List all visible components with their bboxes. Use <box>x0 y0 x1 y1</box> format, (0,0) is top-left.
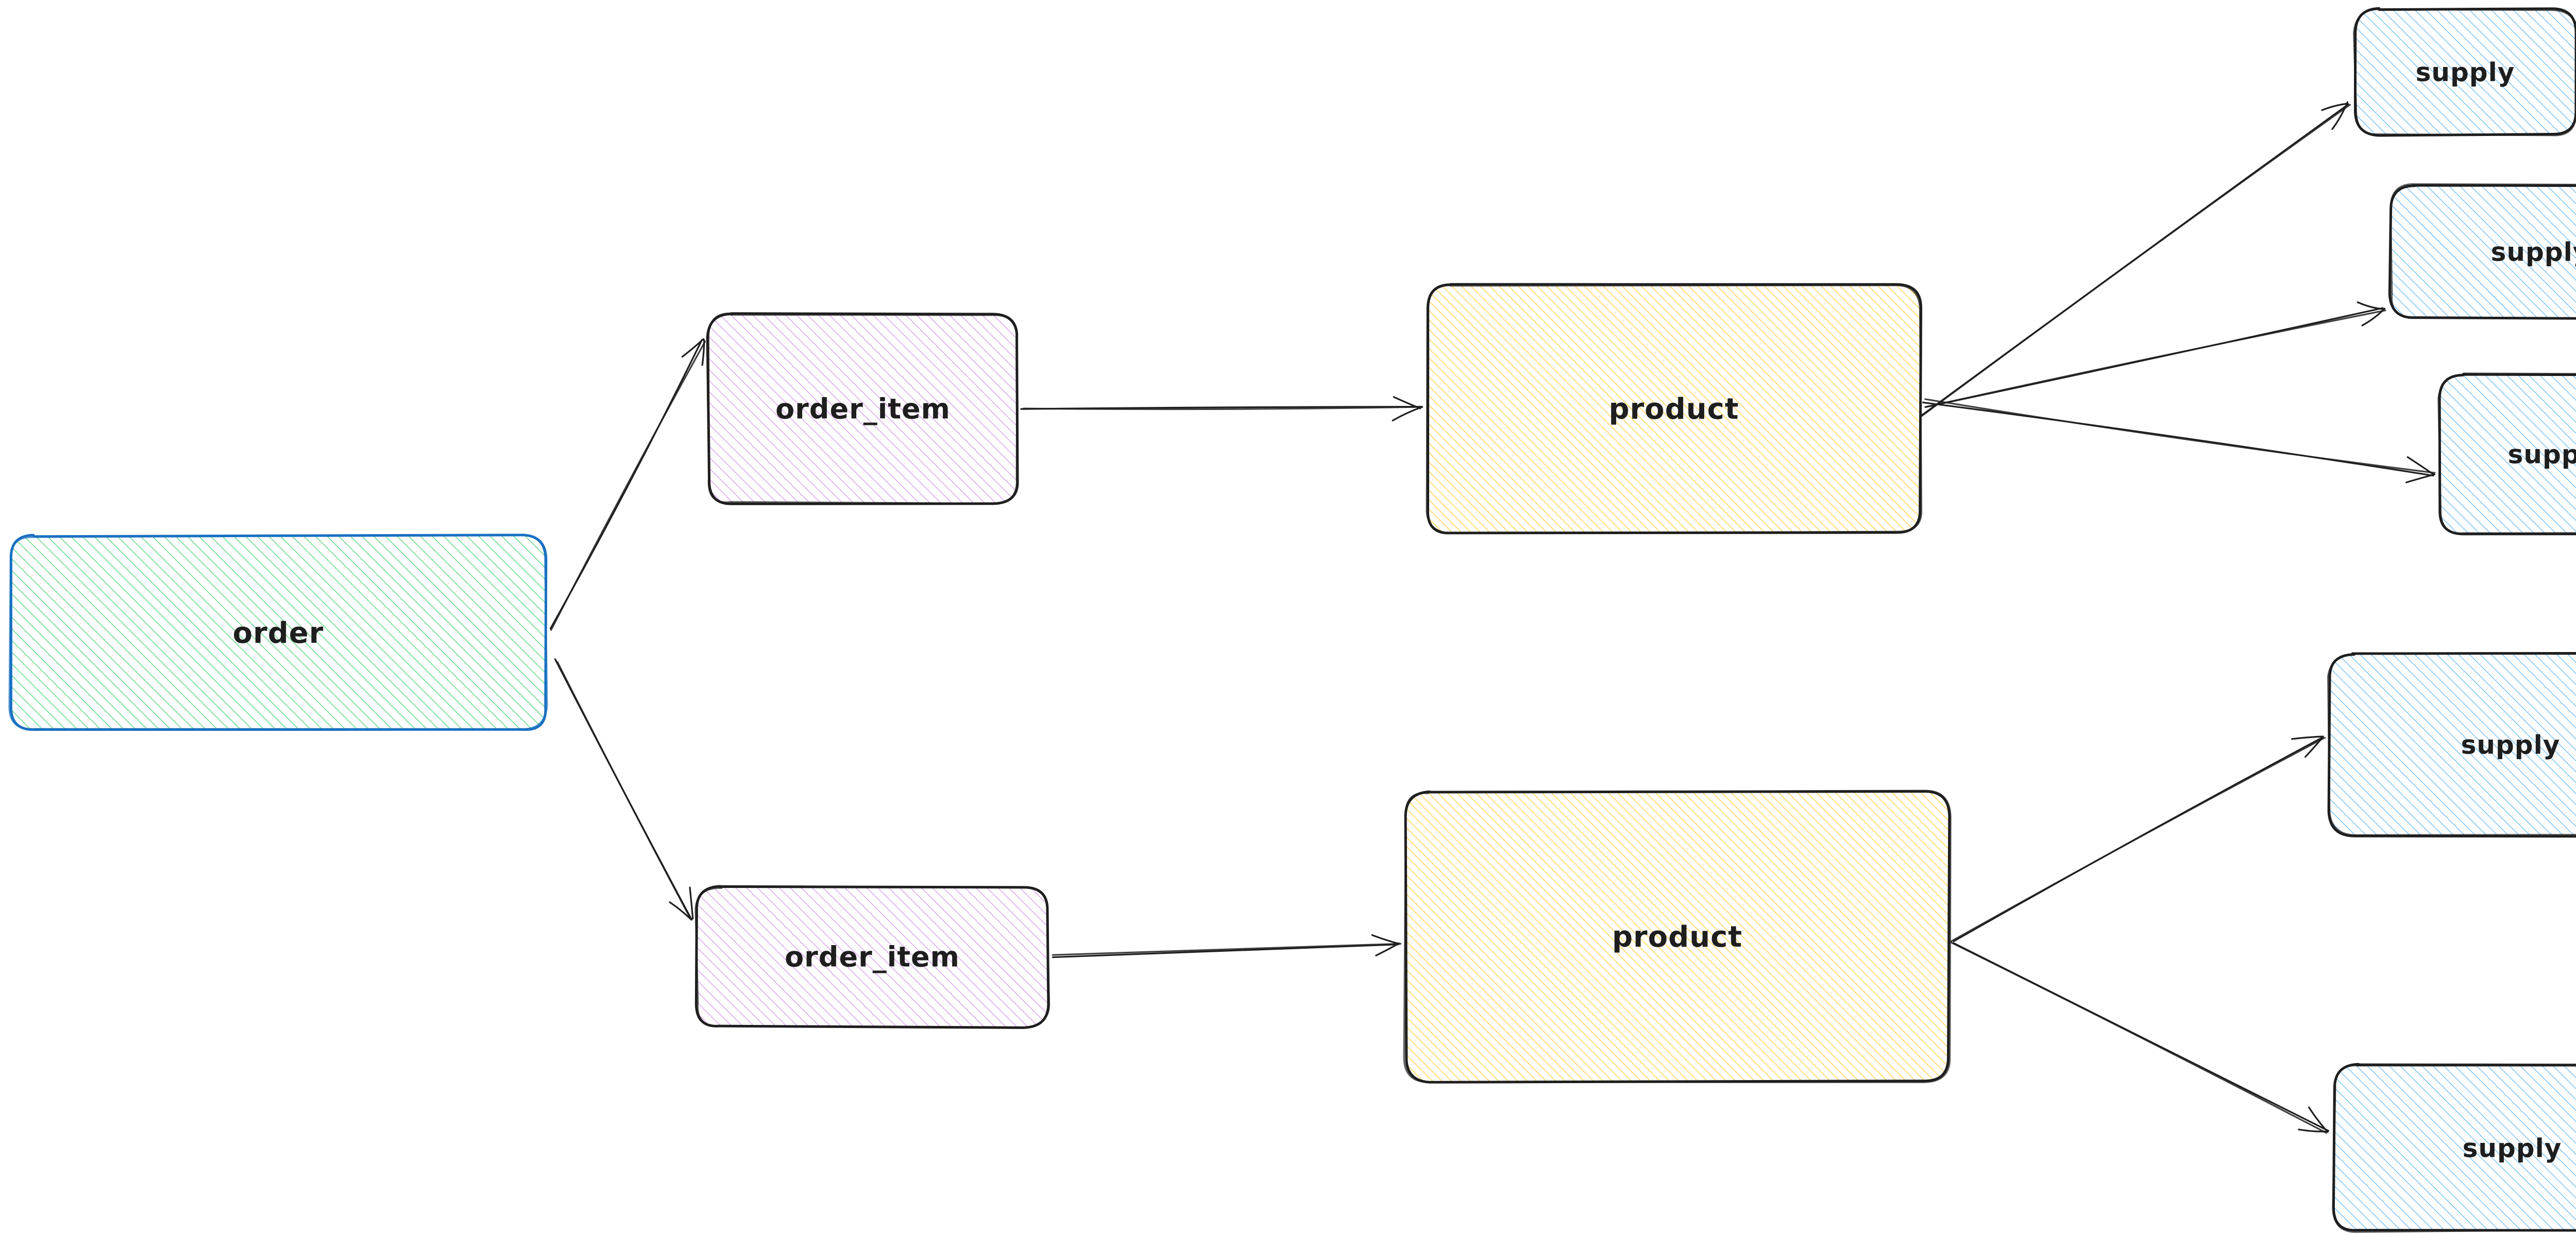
node-order_item_2[interactable]: order_item <box>694 885 1050 1029</box>
node-label: product <box>1612 920 1742 954</box>
edge-stroke <box>1922 401 2434 477</box>
edge-product_2-to-supply_4[interactable] <box>1950 735 2326 943</box>
arrowhead-barb <box>1375 942 1400 956</box>
node-outline <box>2437 372 2576 535</box>
edge-stroke <box>1052 943 1402 956</box>
nodes-layer: orderorder_itemorder_itemproductproducts… <box>8 7 2576 1233</box>
node-product_2[interactable]: product <box>1403 790 1952 1084</box>
node-supply_3[interactable]: supply <box>2437 372 2576 536</box>
edge-order-to-order_item_2[interactable] <box>554 658 694 921</box>
node-label: supply <box>2463 1134 2562 1163</box>
node-product_1[interactable]: product <box>1426 283 1923 535</box>
edge-order-to-order_item_1[interactable] <box>549 338 706 631</box>
node-outline <box>8 534 548 730</box>
node-fill <box>696 886 1048 1028</box>
edge-stroke <box>1950 941 2327 1134</box>
node-fill <box>2333 1064 2576 1231</box>
edge-order_item_1-to-product_1[interactable] <box>1020 396 1423 422</box>
node-label: supply <box>2416 58 2515 88</box>
node-outline <box>694 885 1050 1029</box>
node-outline <box>2353 8 2576 136</box>
node-outline <box>2327 652 2576 836</box>
node-label: order_item <box>785 941 960 973</box>
edge-stroke <box>550 340 706 631</box>
edge-stroke <box>1023 406 1423 410</box>
arrowhead-barb <box>701 339 705 366</box>
node-outline <box>707 312 1018 505</box>
node-fill <box>1428 284 1921 533</box>
arrowhead-barb <box>2361 307 2386 327</box>
edge-product_2-to-supply_5[interactable] <box>1950 941 2329 1134</box>
node-supply_5[interactable]: supply <box>2332 1063 2576 1233</box>
arrowhead-barb <box>2291 735 2324 740</box>
arrowhead-barb <box>1393 396 1421 409</box>
node-outline <box>1426 283 1923 535</box>
arrowhead-barb <box>2405 473 2435 484</box>
node-fill <box>707 314 1018 504</box>
node-fill <box>2355 8 2576 135</box>
node-label: supply <box>2461 730 2561 760</box>
arrowhead-barb <box>2321 102 2349 111</box>
node-label: supply <box>2491 237 2576 267</box>
node-order[interactable]: order <box>8 534 548 731</box>
node-outline <box>2332 1063 2576 1233</box>
node-label: order <box>233 616 324 650</box>
node-fill <box>2439 374 2576 534</box>
edge-stroke <box>549 339 703 630</box>
arrowhead-barb <box>2406 456 2435 475</box>
node-supply_2[interactable]: supply <box>2388 183 2576 320</box>
arrowhead-barb <box>2298 1128 2328 1133</box>
node-fill <box>2329 653 2576 836</box>
edge-stroke <box>1920 104 2351 418</box>
edge-product_1-to-supply_2[interactable] <box>1924 301 2386 408</box>
edge-stroke <box>556 661 692 920</box>
node-label: product <box>1608 392 1739 426</box>
edges-layer <box>549 101 2436 1134</box>
node-fill <box>2389 185 2576 319</box>
edge-stroke <box>1950 737 2326 943</box>
arrowhead-barb <box>2357 301 2385 310</box>
edge-stroke <box>1924 310 2386 408</box>
arrowhead-barb <box>669 901 692 920</box>
arrowhead-barb <box>1371 934 1400 945</box>
node-outline <box>2389 183 2576 319</box>
arrowhead-barb <box>681 338 705 358</box>
node-outline <box>1403 790 1952 1083</box>
edge-stroke <box>1924 398 2436 474</box>
arrowhead-barb <box>2308 1106 2329 1133</box>
edge-stroke <box>1052 944 1399 958</box>
edge-product_1-to-supply_3[interactable] <box>1922 398 2436 484</box>
arrowhead-barb <box>2331 101 2348 130</box>
edge-product_1-to-supply_1[interactable] <box>1920 101 2351 418</box>
arrowhead-barb <box>689 886 694 920</box>
arrowhead-barb <box>2304 736 2324 758</box>
arrowhead-barb <box>1392 406 1423 422</box>
node-fill <box>10 535 546 730</box>
node-supply_1[interactable]: supply <box>2353 7 2576 137</box>
edge-order_item_2-to-product_2[interactable] <box>1052 934 1402 958</box>
node-fill <box>1405 791 1950 1082</box>
node-label: supply <box>2508 440 2576 470</box>
node-order_item_1[interactable]: order_item <box>706 312 1019 505</box>
node-supply_4[interactable]: supply <box>2327 652 2576 838</box>
node-label: order_item <box>775 393 951 425</box>
